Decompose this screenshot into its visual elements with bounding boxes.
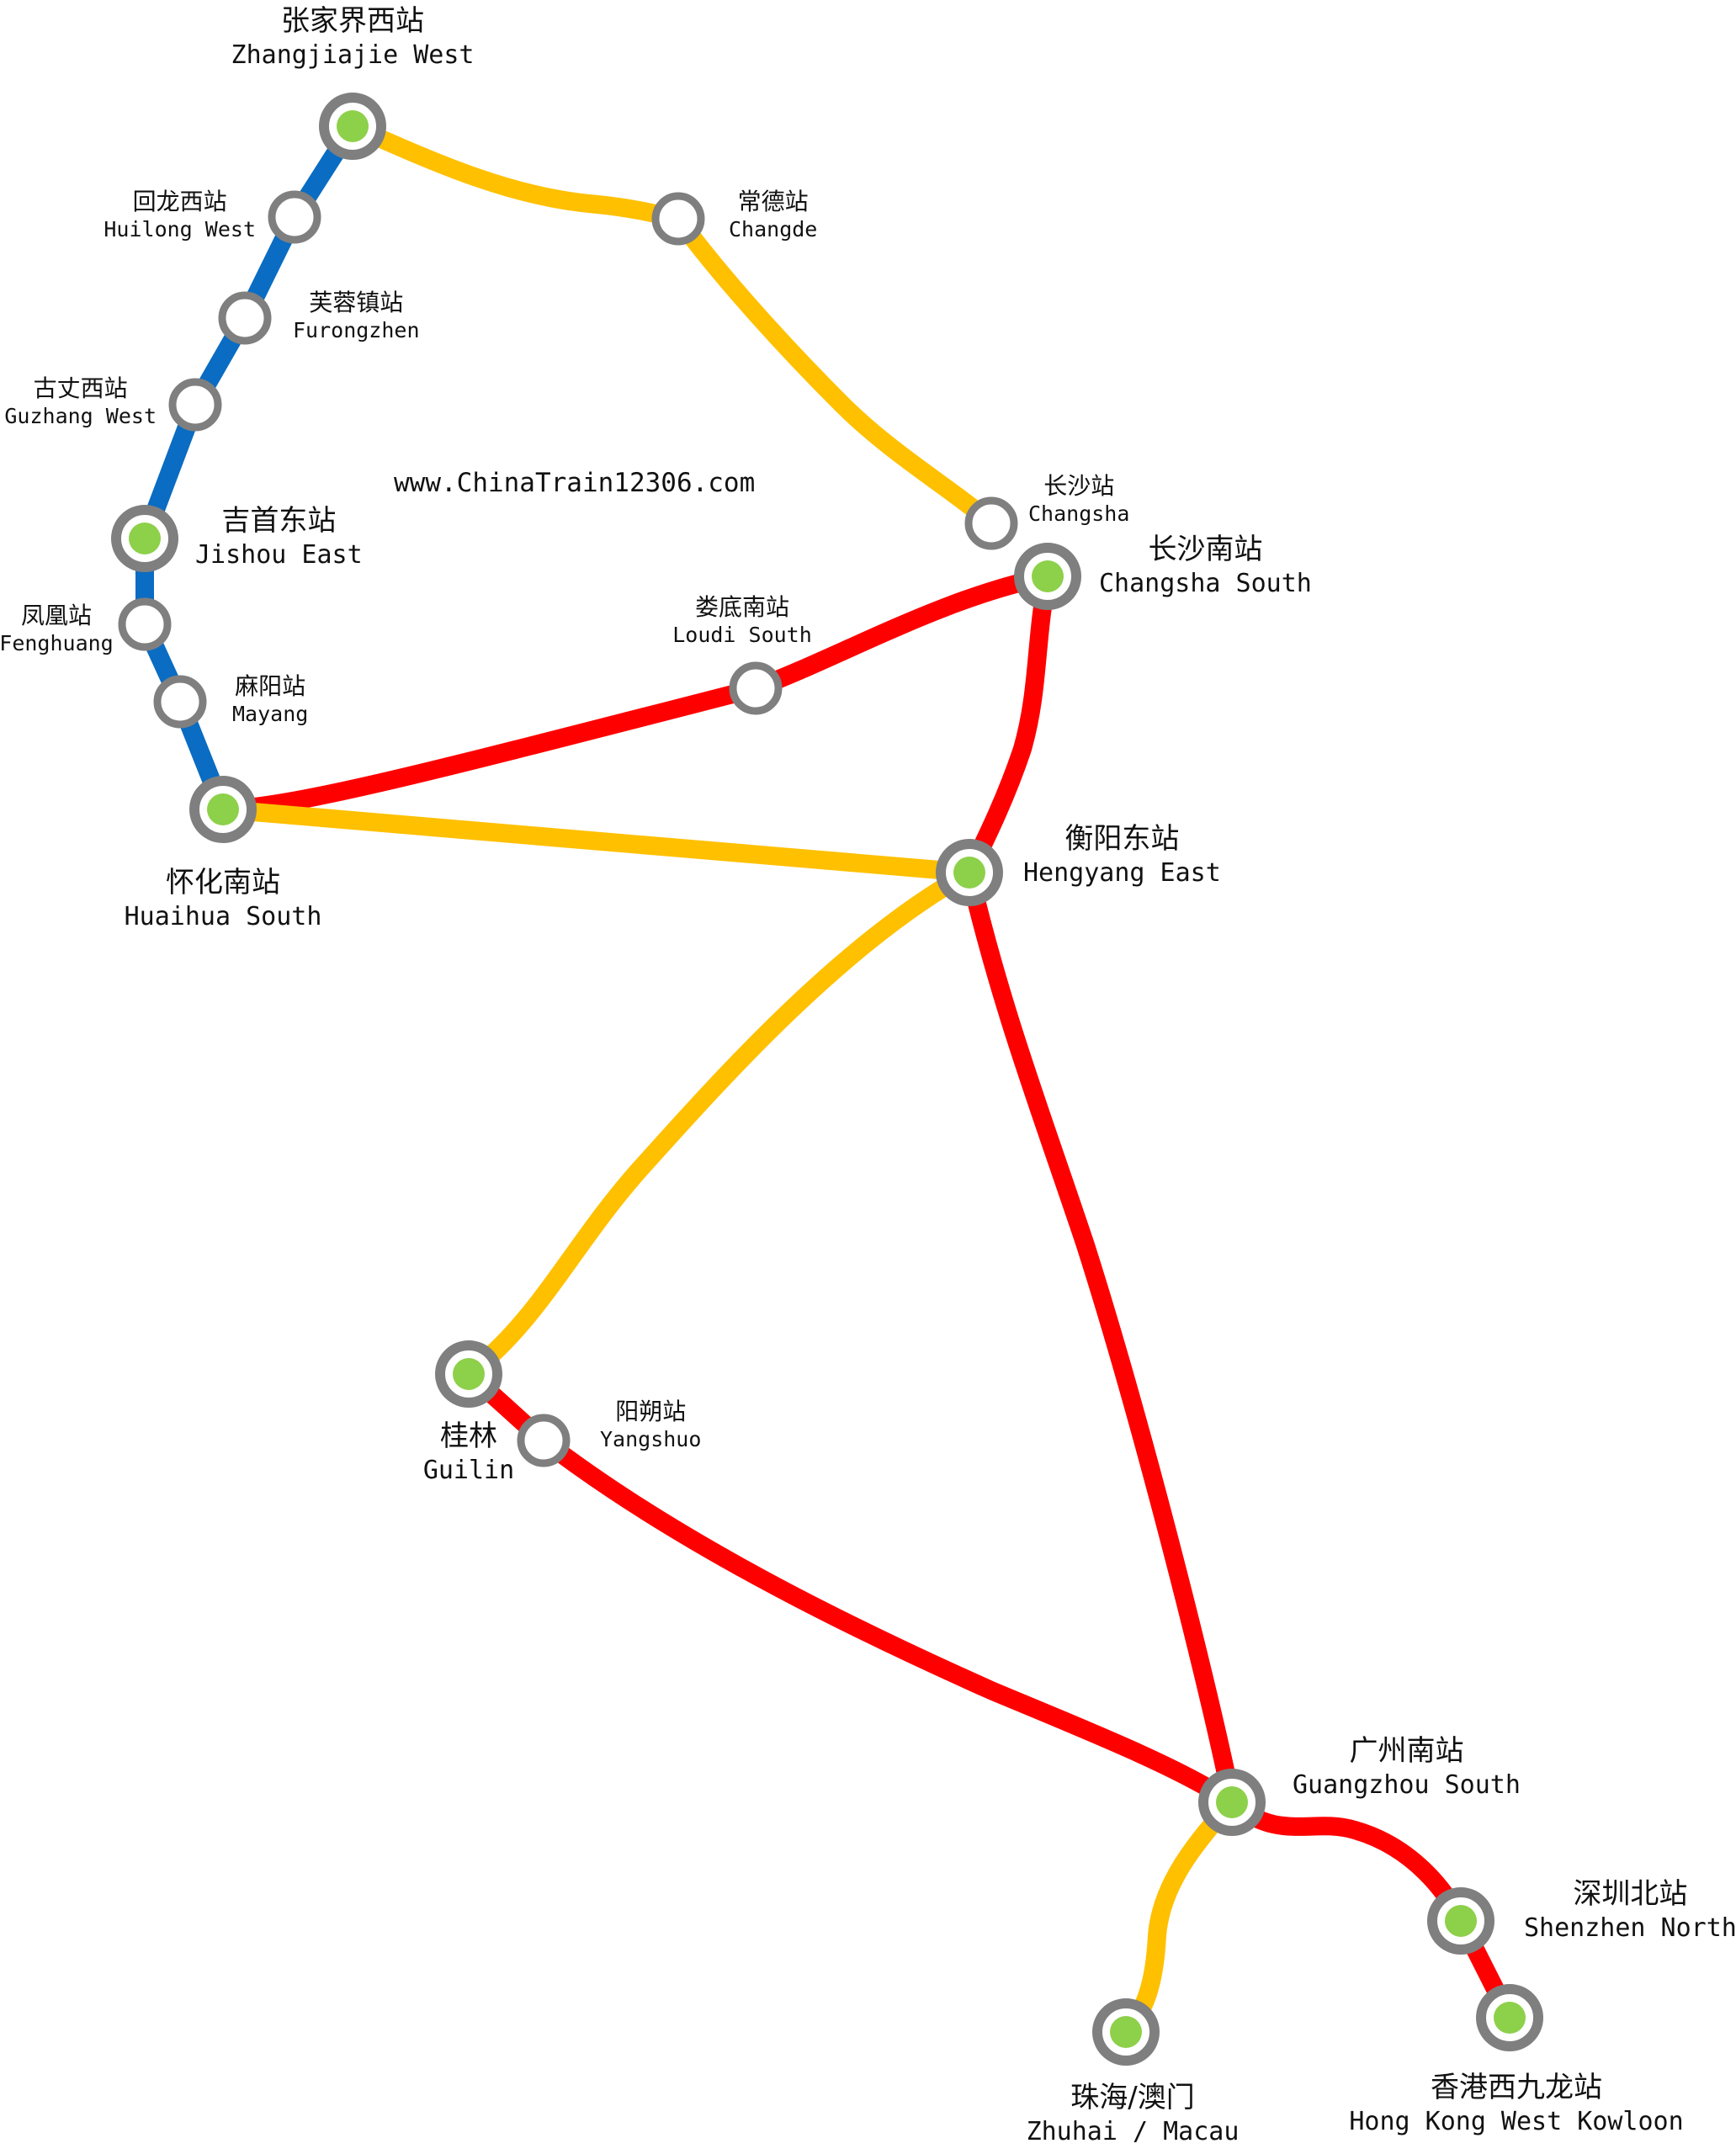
station-dot [1216, 1786, 1248, 1818]
station-dot [1032, 560, 1064, 592]
yellow-line-guangzhou-zhuhai [1117, 1793, 1241, 2041]
station-zhangjiajie-west [319, 93, 386, 160]
station-furongzhen [218, 291, 272, 345]
label-guzhang-west: 古丈西站 Guzhang West [4, 374, 157, 428]
label-fenghuang: 凤凰站 Fenghuang [0, 602, 114, 655]
station-ring [118, 597, 172, 651]
station-loudi-south [729, 661, 783, 715]
label-furongzhen: 芙蓉镇站 Furongzhen [293, 289, 420, 342]
station-shenzhen-north [1427, 1887, 1494, 1955]
station-guzhang-west [168, 378, 222, 432]
station-ring [218, 291, 272, 345]
station-jishou-east [111, 505, 178, 572]
station-mayang [153, 675, 207, 729]
station-ring [651, 192, 705, 246]
red-line-huaihua-changsha [214, 567, 1057, 819]
yellow-line-huaihua-hengyang [214, 800, 979, 882]
label-hengyang-east: 衡阳东站 Hengyang East [1023, 822, 1221, 888]
station-hong-kong-west-kowloon [1476, 1984, 1543, 2051]
red-line-hengyang-guangzhou [960, 863, 1241, 1812]
station-hengyang-east [936, 839, 1003, 906]
label-jishou-east: 吉首东站 Jishou East [195, 504, 363, 570]
station-dot [207, 793, 239, 825]
label-guilin: 桂林 Guilin [422, 1419, 515, 1485]
station-guangzhou-south [1198, 1769, 1266, 1836]
station-ring [153, 675, 207, 729]
label-zhangjiajie-west: 张家界西站 Zhangjiajie West [231, 4, 475, 70]
yellow-line-zhangjiajie-changsha [343, 117, 1001, 533]
station-dot [337, 110, 369, 142]
yellow-line-hengyang-guilin [459, 863, 979, 1383]
red-line-guangzhou-hongkong [1223, 1793, 1519, 2027]
label-changde: 常德站 Changde [729, 188, 818, 241]
red-line-changsha-hengyang [960, 567, 1057, 882]
label-huaihua-south: 怀化南站 Huaihua South [124, 866, 322, 931]
label-huilong-west: 回龙西站 Huilong West [104, 188, 256, 241]
station-dot [1445, 1905, 1477, 1937]
label-mayang: 麻阳站 Mayang [232, 672, 309, 726]
station-dot [129, 523, 161, 554]
label-hong-kong-west-kowloon: 香港西九龙站 Hong Kong West Kowloon [1349, 2071, 1684, 2136]
station-zhuhai-macau [1092, 1998, 1160, 2066]
website-watermark: www.ChinaTrain12306.com [394, 468, 756, 498]
station-huilong-west [268, 190, 321, 244]
station-huaihua-south [189, 776, 257, 843]
label-guangzhou-south: 广州南站 Guangzhou South [1293, 1734, 1521, 1800]
label-changsha-south: 长沙南站 Changsha South [1099, 533, 1312, 598]
station-changsha [964, 496, 1018, 550]
station-ring [168, 378, 222, 432]
station-ring [517, 1414, 571, 1467]
label-changsha: 长沙站 Changsha [1028, 472, 1130, 526]
station-ring [729, 661, 783, 715]
station-dot [953, 857, 985, 889]
station-changsha-south [1014, 543, 1081, 610]
label-loudi-south: 娄底南站 Loudi South [672, 593, 812, 647]
station-yangshuo [517, 1414, 571, 1467]
station-guilin [435, 1340, 502, 1408]
station-dot [1110, 2016, 1142, 2048]
label-yangshuo: 阳朔站 Yangshuo [600, 1398, 702, 1451]
station-fenghuang [118, 597, 172, 651]
label-zhuhai-macau: 珠海/澳门 Zhuhai / Macau [1026, 2081, 1240, 2146]
station-dot [1494, 2002, 1526, 2034]
station-ring [268, 190, 321, 244]
label-shenzhen-north: 深圳北站 Shenzhen North [1524, 1877, 1736, 1943]
station-dot [453, 1358, 485, 1390]
station-ring [964, 496, 1018, 550]
station-changde [651, 192, 705, 246]
red-line-guilin-guangzhou [459, 1365, 1241, 1812]
